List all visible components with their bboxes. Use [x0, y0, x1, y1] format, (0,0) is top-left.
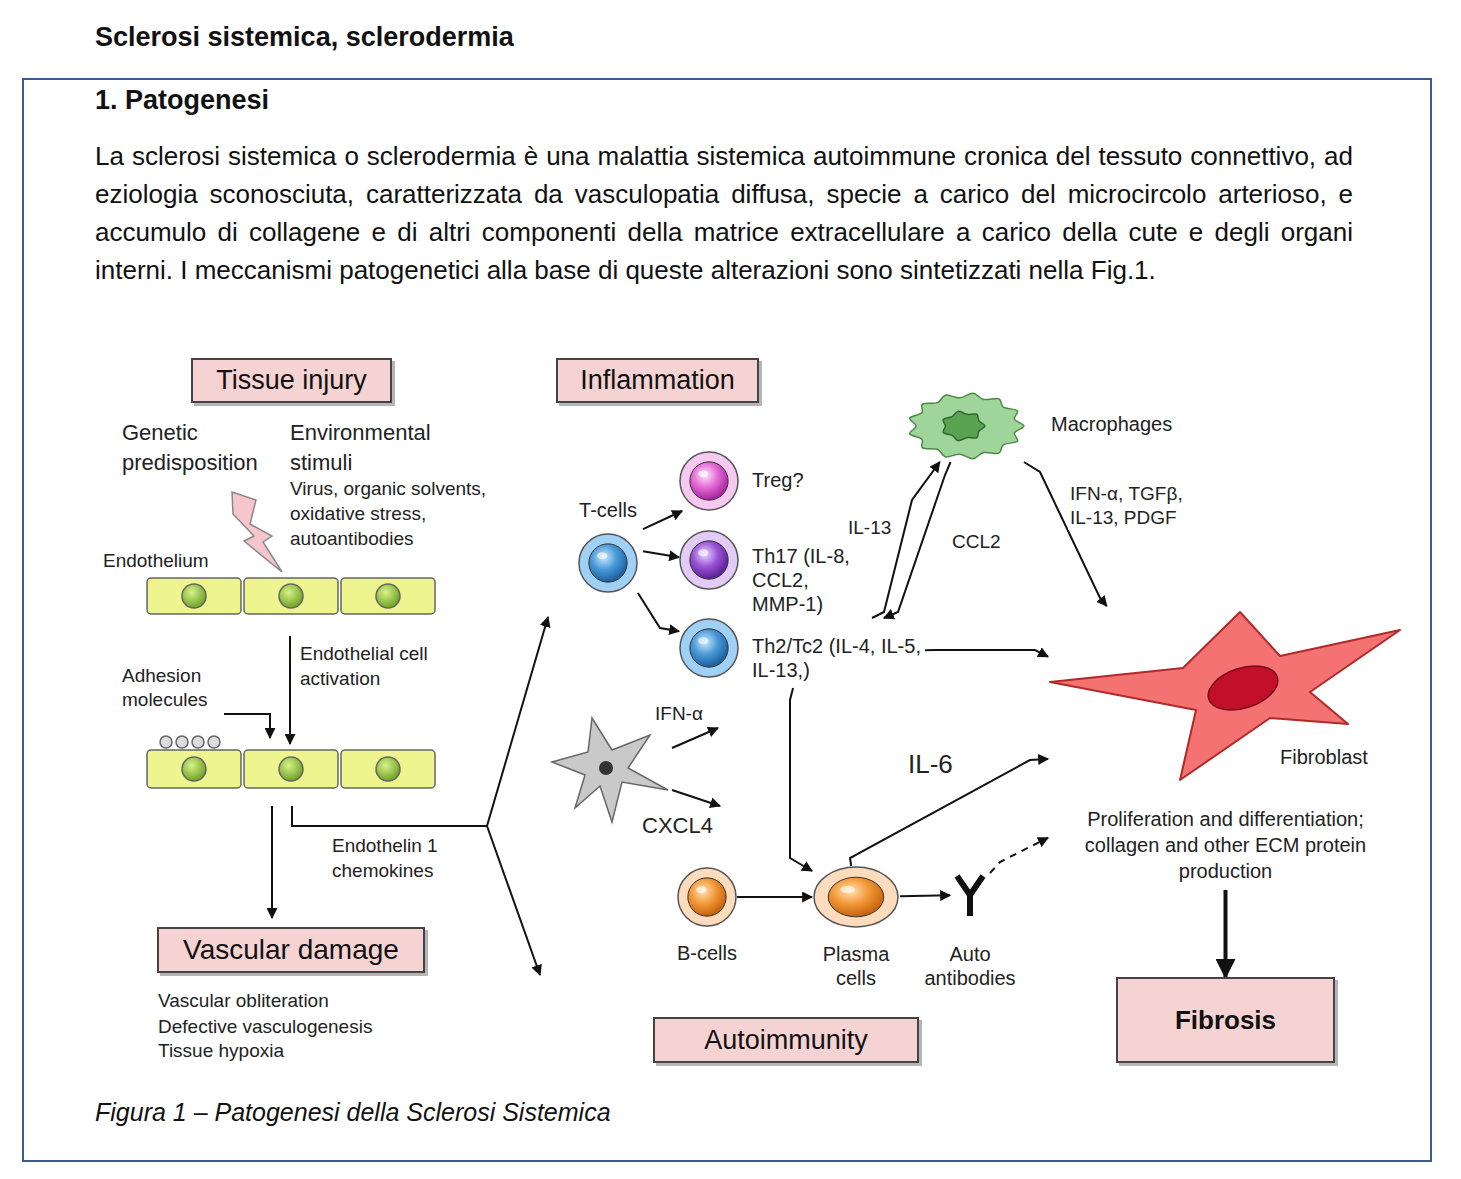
stage-box: Tissue injury	[191, 358, 392, 403]
immune-cell: Th2/Tc2 (IL-4, IL-5, IL-13,)	[679, 618, 925, 688]
figure-label: Endothelial cell activation	[300, 641, 465, 691]
immune-cell: Treg?	[679, 451, 814, 511]
stage-box: Autoimmunity	[653, 1017, 919, 1063]
figure-label: Endothelium	[103, 549, 209, 573]
mediator-label: IFN-α, TGFβ, IL-13, PDGF	[1068, 482, 1202, 530]
figure-label: Adhesion molecules	[122, 664, 232, 712]
stage-label: Fibrosis	[1175, 1005, 1276, 1036]
stage-box: Inflammation	[556, 358, 759, 403]
stage-label: Inflammation	[580, 365, 735, 396]
macrophage-cell: Macrophages	[905, 390, 1027, 462]
pathway-arrow	[638, 593, 679, 631]
cell-shape	[905, 390, 1027, 462]
pathway-arrows	[224, 617, 720, 975]
injury-bolt	[232, 492, 282, 572]
pathway-arrow	[1224, 890, 1228, 977]
immune-cell: Plasma cells	[812, 866, 900, 928]
mediator-label: CCL2	[950, 530, 1003, 554]
immune-cell: B-cells	[677, 867, 737, 927]
figure-label: Endothelin 1 chemokines	[332, 833, 477, 883]
cell-shape	[677, 867, 737, 927]
cell-label: T-cells	[563, 498, 653, 522]
pathway-arrow	[900, 894, 950, 897]
figure-label: Environmental stimuli	[290, 418, 470, 478]
mediator-label: IL-13	[846, 516, 893, 540]
figure-label: IFN-α	[655, 702, 703, 726]
cell-shape	[950, 872, 990, 918]
cell-label: Treg?	[752, 468, 804, 492]
pathway-arrow	[884, 462, 951, 618]
pathway-arrow	[737, 896, 812, 898]
figure-caption: Figura 1 – Patogenesi della Sclerosi Sis…	[95, 1098, 611, 1127]
cell-label: Th17 (IL-8, CCL2, MMP-1)	[752, 544, 864, 616]
immune-cell: T-cells	[573, 498, 643, 593]
cell-label: Macrophages	[1051, 412, 1172, 436]
stage-label: Tissue injury	[216, 365, 367, 396]
figure-label: Virus, organic solvents, oxidative stres…	[290, 476, 525, 551]
stage-label: Autoimmunity	[704, 1025, 868, 1056]
figure-label: Defective vasculogenesis	[158, 1015, 372, 1039]
figure-label: CXCL4	[642, 812, 713, 840]
fibroblast-cell: FibroblastProliferation and differentiat…	[1048, 606, 1403, 890]
cell-label: Plasma cells	[806, 942, 906, 990]
pathway-arrow	[790, 688, 812, 871]
figure-label: Genetic predisposition	[122, 418, 282, 478]
body-paragraph: La sclerosi sistemica o sclerodermia è u…	[95, 137, 1353, 289]
cell-label: Auto antibodies	[910, 942, 1030, 990]
stage-label: Vascular damage	[183, 934, 399, 966]
figure-label: Vascular obliteration	[158, 989, 329, 1013]
pathway-arrow	[643, 511, 682, 529]
section-heading: 1. Patogenesi	[95, 83, 1353, 117]
pathway-arrow	[925, 650, 1048, 657]
cell-label: Fibroblast	[1280, 744, 1368, 770]
cell-label: Th2/Tc2 (IL-4, IL-5, IL-13,)	[752, 634, 924, 682]
antibody-symbol: Auto antibodies	[950, 872, 990, 918]
immune-cell: Th17 (IL-8, CCL2, MMP-1)	[679, 528, 867, 618]
stage-box: Fibrosis	[1116, 977, 1335, 1063]
stage-box: Vascular damage	[157, 927, 425, 973]
page-title: Sclerosi sistemica, sclerodermia	[95, 22, 514, 53]
dendritic-cell	[552, 718, 668, 822]
pathway-arrow	[643, 551, 679, 557]
figure-label: Tissue hypoxia	[158, 1039, 284, 1063]
cell-shape	[812, 866, 900, 928]
endothelium-top	[147, 578, 435, 614]
cell-label: B-cells	[662, 941, 752, 965]
mediator-label: IL-6	[906, 748, 955, 781]
pathway-arrow	[990, 838, 1048, 873]
process-note: Proliferation and differentiation; colla…	[1073, 806, 1378, 884]
pathway-arrow	[872, 462, 940, 618]
